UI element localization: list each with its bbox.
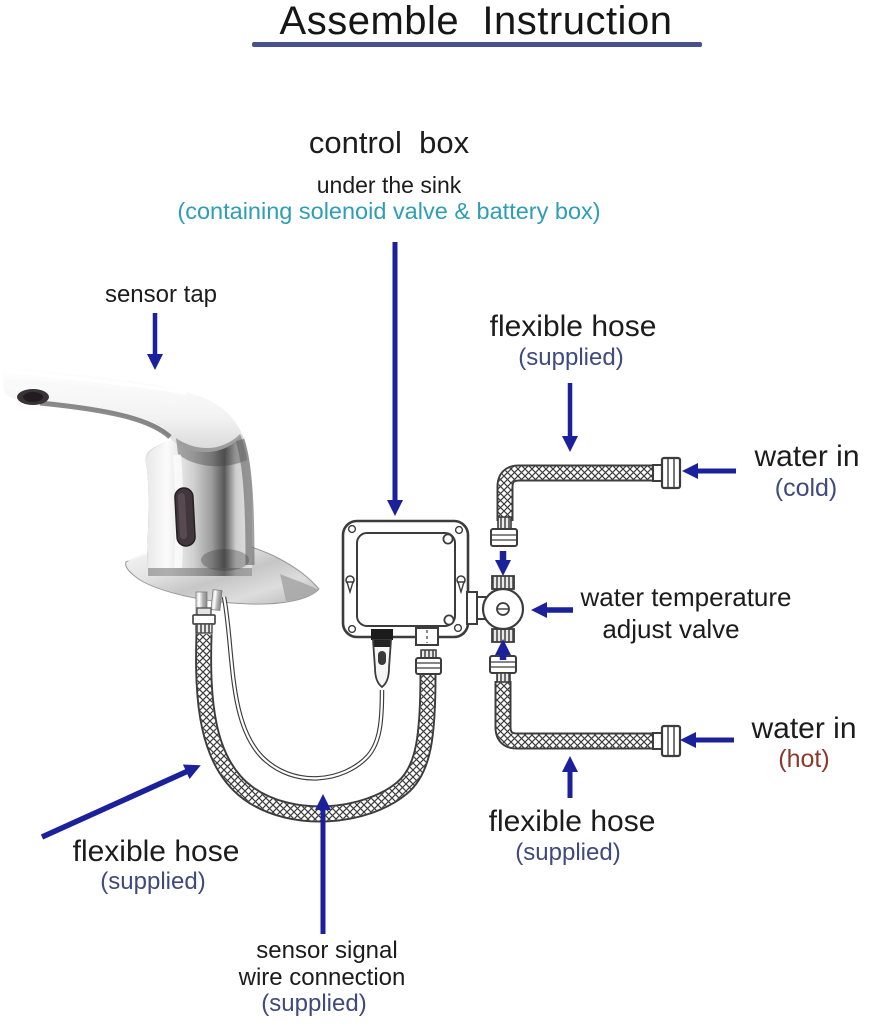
temperature-adjust-valve <box>481 575 525 643</box>
arrow-hose-left <box>40 764 201 840</box>
faucet-body-shading <box>145 434 252 576</box>
hex-nut-cold-to-valve <box>490 516 518 547</box>
box-outlet-ports <box>371 591 487 646</box>
control-box-sublabel: under the sink <box>316 172 462 198</box>
hex-nut-hot-inlet <box>652 724 682 758</box>
sensor-tap-illustration <box>3 366 255 634</box>
hose-nut-under-box <box>415 649 442 675</box>
water-in-hot-label: water in <box>751 712 857 745</box>
sensor-signal-wire <box>221 596 385 781</box>
page-title: Assemble Instruction <box>279 0 673 43</box>
flexible-hose-bottom-note: (supplied) <box>515 839 621 866</box>
control-box-label: control box <box>308 125 470 160</box>
cold-hose <box>490 456 682 547</box>
pointer-arrows <box>40 242 736 934</box>
flexible-hose-bottom-label: flexible hose <box>488 805 656 838</box>
signal-wire-connector <box>372 639 392 689</box>
keyhole-slots <box>345 575 466 595</box>
sensor-wire-label-line1: sensor signal <box>256 937 398 964</box>
hot-hose <box>489 655 682 758</box>
flexible-hose-top-note: (supplied) <box>518 344 624 371</box>
aerator <box>17 389 49 405</box>
sensor-wire-label-line2: wire connection <box>238 964 406 991</box>
flexible-hose-left-label: flexible hose <box>72 835 240 868</box>
sensor-tap-label: sensor tap <box>104 281 218 308</box>
flexible-hose-top-label: flexible hose <box>489 310 657 343</box>
hex-nut-cold-inlet <box>652 456 682 490</box>
temp-valve-label-line1: water temperature <box>580 582 792 612</box>
title-underline <box>252 42 702 47</box>
sensor-wire-note: (supplied) <box>261 990 367 1017</box>
faucet-supply-hose <box>195 633 437 823</box>
sensor-window <box>174 487 196 547</box>
control-box-note: (containing solenoid valve & battery box… <box>177 198 601 224</box>
water-in-hot-note: (hot) <box>778 745 830 773</box>
temp-valve-label-line2: adjust valve <box>602 614 740 644</box>
water-in-cold-note: (cold) <box>774 474 838 502</box>
faucet-bend-shadow <box>176 434 247 467</box>
hex-nut-hot-to-valve <box>489 655 517 683</box>
flexible-hose-left-note: (supplied) <box>100 868 206 895</box>
water-in-cold-label: water in <box>754 440 860 473</box>
control-box <box>341 519 487 689</box>
faucet-shanks <box>192 589 223 634</box>
